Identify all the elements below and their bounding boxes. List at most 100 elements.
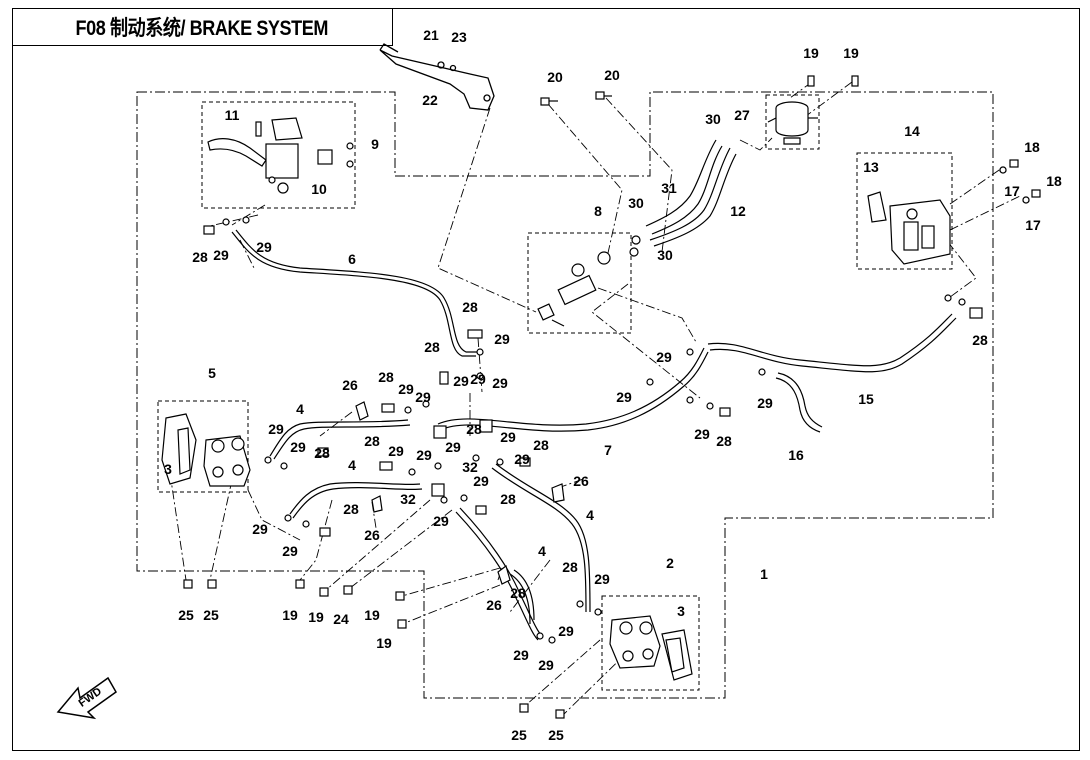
caliper-box-14 xyxy=(856,152,953,270)
fwd-arrow-icon xyxy=(56,676,117,720)
callout-29: 29 xyxy=(500,429,516,445)
bolt-19-top xyxy=(807,75,859,87)
callout-29: 29 xyxy=(290,439,306,455)
brake-lines xyxy=(231,139,957,641)
callout-4: 4 xyxy=(348,457,356,473)
callout-29: 29 xyxy=(538,657,554,673)
page-title: F08 制动系统/ BRAKE SYSTEM xyxy=(75,16,329,40)
callout-1: 1 xyxy=(760,566,768,582)
master-cylinder-box-8 xyxy=(527,232,632,334)
bolt-20-group xyxy=(540,91,612,106)
fwd-arrow: FWD xyxy=(56,676,117,720)
callout-3: 3 xyxy=(677,603,685,619)
callout-29: 29 xyxy=(492,375,508,391)
callout-28: 28 xyxy=(466,421,482,437)
callout-28: 28 xyxy=(562,559,578,575)
callout-25: 25 xyxy=(203,607,219,623)
reservoir-27 xyxy=(767,101,818,145)
brake-pedal-22 xyxy=(379,43,495,111)
callout-29: 29 xyxy=(757,395,773,411)
drawing-frame xyxy=(12,8,1080,751)
callout-4: 4 xyxy=(538,543,546,559)
callout-5: 5 xyxy=(208,365,216,381)
callout-29: 29 xyxy=(473,473,489,489)
callout-26: 26 xyxy=(573,473,589,489)
callout-29: 29 xyxy=(470,371,486,387)
caliper-14 xyxy=(867,191,951,265)
callout-29: 29 xyxy=(415,389,431,405)
master-cylinder-8 xyxy=(537,235,641,327)
callout-29: 29 xyxy=(388,443,404,459)
callout-28: 28 xyxy=(972,332,988,348)
callout-28: 28 xyxy=(500,491,516,507)
callout-17: 17 xyxy=(1025,217,1041,233)
callout-28: 28 xyxy=(510,585,526,601)
callout-19: 19 xyxy=(376,635,392,651)
callout-24: 24 xyxy=(333,611,349,627)
callout-8: 8 xyxy=(594,203,602,219)
callout-20: 20 xyxy=(604,67,620,83)
fittings xyxy=(203,225,983,537)
callout-22: 22 xyxy=(422,92,438,108)
callout-29: 29 xyxy=(213,247,229,263)
callout-11: 11 xyxy=(225,107,240,123)
assembly-outline-1 xyxy=(136,91,994,699)
callout-20: 20 xyxy=(547,69,563,85)
callout-28: 28 xyxy=(533,437,549,453)
callout-29: 29 xyxy=(513,647,529,663)
callout-18: 18 xyxy=(1046,173,1062,189)
callout-4: 4 xyxy=(586,507,594,523)
callout-25: 25 xyxy=(511,727,527,743)
callout-2: 2 xyxy=(666,555,674,571)
callout-26: 26 xyxy=(342,377,358,393)
callout-25: 25 xyxy=(178,607,194,623)
callout-10: 10 xyxy=(311,181,327,197)
callout-28: 28 xyxy=(424,339,440,355)
callout-27: 27 xyxy=(734,107,750,123)
sealing-washers xyxy=(222,166,1030,644)
callout-6: 6 xyxy=(348,251,356,267)
callout-29: 29 xyxy=(282,543,298,559)
callout-3: 3 xyxy=(164,461,172,477)
callout-12: 12 xyxy=(730,203,746,219)
caliper-box-5 xyxy=(157,400,249,493)
title-block: F08 制动系统/ BRAKE SYSTEM xyxy=(12,8,393,46)
callout-29: 29 xyxy=(445,439,461,455)
reservoir-box-27 xyxy=(765,94,820,150)
caliper-box-2 xyxy=(601,595,700,691)
callout-9: 9 xyxy=(371,136,379,152)
callout-28: 28 xyxy=(462,299,478,315)
caliper-2 xyxy=(609,615,693,681)
callout-17: 17 xyxy=(1004,183,1020,199)
callout-13: 13 xyxy=(863,159,879,175)
callout-29: 29 xyxy=(416,447,432,463)
callout-28: 28 xyxy=(314,445,330,461)
callout-21: 21 xyxy=(423,27,439,43)
callout-29: 29 xyxy=(433,513,449,529)
callout-29: 29 xyxy=(494,331,510,347)
callout-30: 30 xyxy=(657,247,673,263)
callout-28: 28 xyxy=(716,433,732,449)
callout-23: 23 xyxy=(451,29,467,45)
callout-16: 16 xyxy=(788,447,804,463)
master-cylinder-9 xyxy=(207,117,354,194)
callout-30: 30 xyxy=(705,111,721,127)
callout-28: 28 xyxy=(364,433,380,449)
callout-29: 29 xyxy=(694,426,710,442)
callout-31: 31 xyxy=(661,180,677,196)
callout-29: 29 xyxy=(594,571,610,587)
callout-30: 30 xyxy=(628,195,644,211)
callout-19: 19 xyxy=(843,45,859,61)
callout-14: 14 xyxy=(904,123,920,139)
callout-7: 7 xyxy=(604,442,612,458)
callout-29: 29 xyxy=(268,421,284,437)
callout-19: 19 xyxy=(308,609,324,625)
callout-26: 26 xyxy=(364,527,380,543)
callout-19: 19 xyxy=(364,607,380,623)
callout-29: 29 xyxy=(558,623,574,639)
callout-28: 28 xyxy=(343,501,359,517)
callout-32: 32 xyxy=(462,459,478,475)
callout-19: 19 xyxy=(282,607,298,623)
